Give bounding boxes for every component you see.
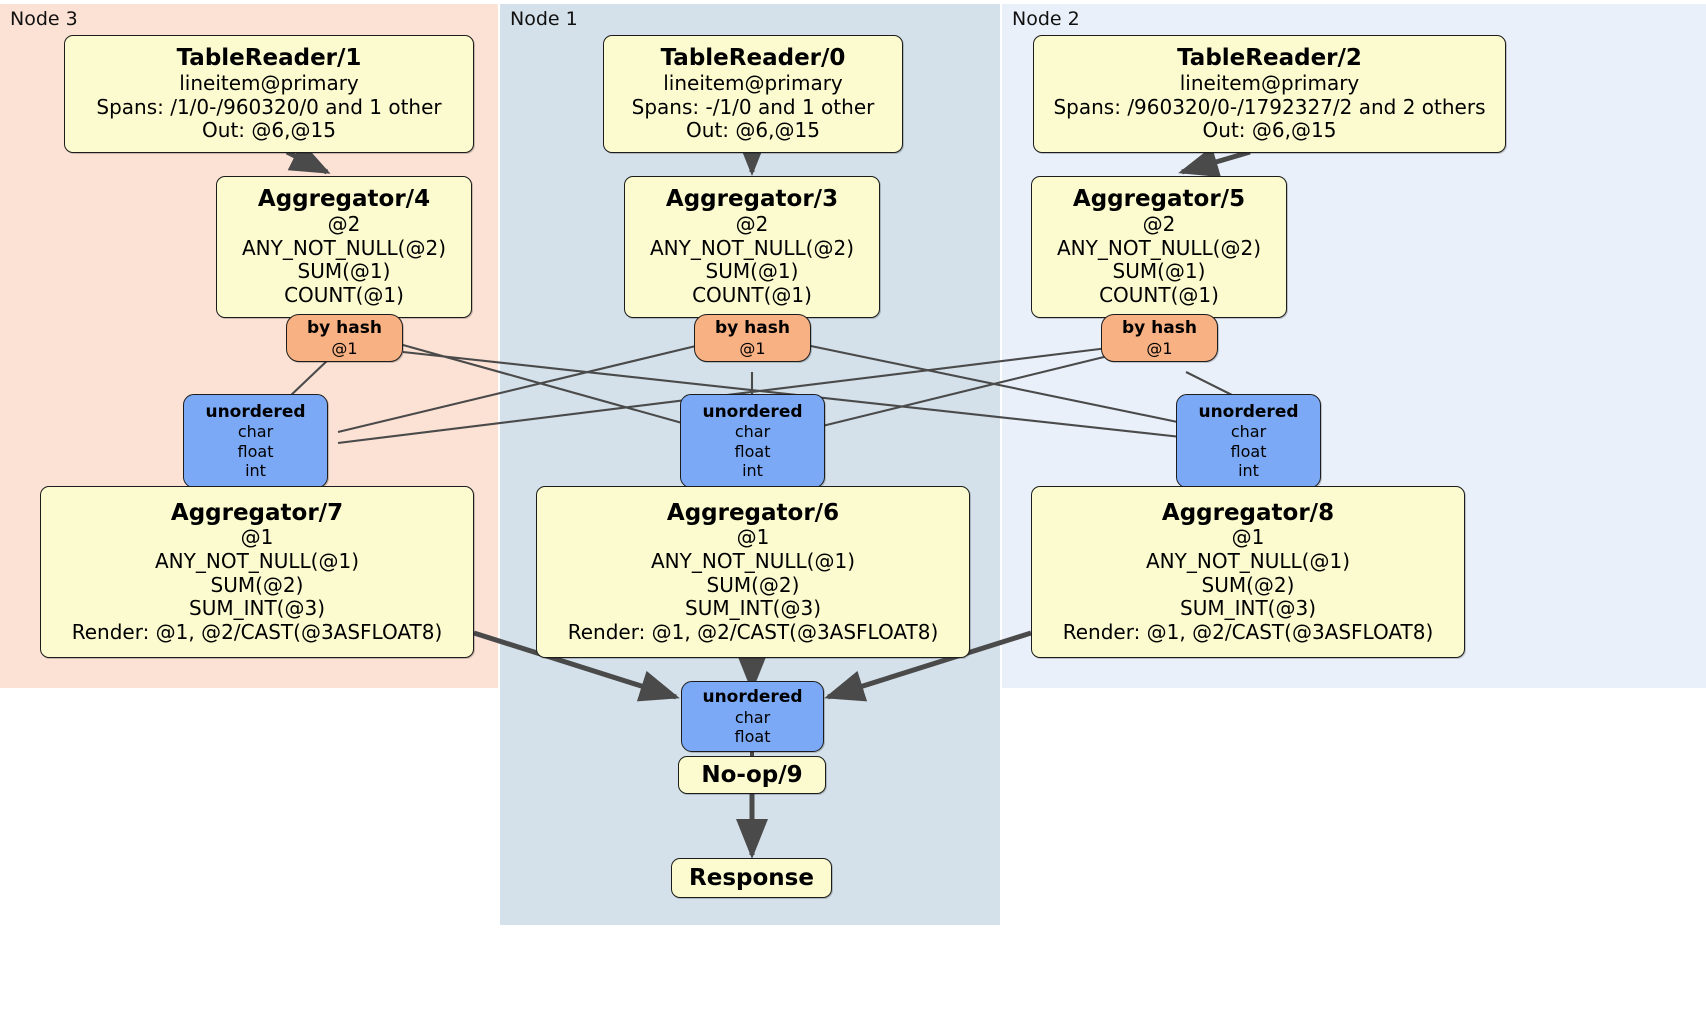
processor-tablereader-0[interactable]: TableReader/0 lineitem@primary Spans: -/… <box>603 35 903 153</box>
node-detail-line: @1 <box>240 525 274 550</box>
node-detail-line: lineitem@primary <box>179 70 359 95</box>
node-detail-line: ANY_NOT_NULL(@1) <box>155 548 359 573</box>
node-title: Aggregator/8 <box>1161 499 1335 526</box>
sync-detail-line: int <box>1238 460 1259 480</box>
sync-detail-line: float <box>237 441 274 461</box>
node-detail-line: @2 <box>327 212 361 237</box>
processor-aggregator-4[interactable]: Aggregator/4 @2 ANY_NOT_NULL(@2) SUM(@1)… <box>216 176 472 318</box>
node-detail-line: COUNT(@1) <box>692 282 812 307</box>
router-by-hash-center[interactable]: by hash @1 <box>694 314 811 362</box>
node-detail-line: @1 <box>736 525 770 550</box>
router-detail-line: @1 <box>331 338 358 358</box>
router-detail-line: @1 <box>1146 338 1173 358</box>
processor-tablereader-1[interactable]: TableReader/1 lineitem@primary Spans: /1… <box>64 35 474 153</box>
node-detail-line: @2 <box>1142 212 1176 237</box>
sync-detail-line: int <box>742 460 763 480</box>
router-title: by hash <box>307 318 382 339</box>
node-detail-line: SUM(@1) <box>705 259 799 284</box>
node-detail-line: Out: @6,@15 <box>202 118 336 143</box>
sync-title: unordered <box>702 687 803 708</box>
output-response[interactable]: Response <box>671 858 832 898</box>
node-detail-line: SUM(@2) <box>1201 572 1295 597</box>
sync-detail-line: char <box>734 422 771 442</box>
sync-detail-line: float <box>1230 441 1267 461</box>
processor-aggregator-8[interactable]: Aggregator/8 @1 ANY_NOT_NULL(@1) SUM(@2)… <box>1031 486 1465 658</box>
node-detail-line: SUM(@2) <box>706 572 800 597</box>
sync-detail-line: float <box>734 441 771 461</box>
node-title: TableReader/2 <box>1177 45 1362 72</box>
synchronizer-unordered-final[interactable]: unordered char float <box>681 681 824 752</box>
processor-aggregator-7[interactable]: Aggregator/7 @1 ANY_NOT_NULL(@1) SUM(@2)… <box>40 486 474 658</box>
region-node3-label: Node 3 <box>10 8 78 30</box>
synchronizer-unordered-right[interactable]: unordered char float int <box>1176 394 1321 488</box>
sync-detail-line: float <box>734 726 771 746</box>
node-title: Response <box>689 864 814 891</box>
router-by-hash-right[interactable]: by hash @1 <box>1101 314 1218 362</box>
router-title: by hash <box>715 318 790 339</box>
node-detail-line: COUNT(@1) <box>1099 282 1219 307</box>
node-title: No-op/9 <box>701 761 803 788</box>
sync-title: unordered <box>1198 402 1299 423</box>
node-detail-line: @1 <box>1231 525 1265 550</box>
region-node1-label: Node 1 <box>510 8 578 30</box>
node-title: Aggregator/3 <box>665 186 839 213</box>
node-detail-line: SUM(@2) <box>210 572 304 597</box>
node-detail-line: ANY_NOT_NULL(@1) <box>651 548 855 573</box>
sync-detail-line: char <box>237 422 274 442</box>
node-detail-line: ANY_NOT_NULL(@2) <box>650 235 854 260</box>
region-node2-label: Node 2 <box>1012 8 1080 30</box>
sync-detail-line: int <box>245 460 266 480</box>
node-detail-line: lineitem@primary <box>663 70 843 95</box>
sync-title: unordered <box>702 402 803 423</box>
node-detail-line: @2 <box>735 212 769 237</box>
processor-aggregator-5[interactable]: Aggregator/5 @2 ANY_NOT_NULL(@2) SUM(@1)… <box>1031 176 1287 318</box>
node-render-line: Render: @1, @2/CAST(@3ASFLOAT8) <box>1062 619 1434 644</box>
node-render-line: Render: @1, @2/CAST(@3ASFLOAT8) <box>71 619 443 644</box>
sync-detail-line: char <box>1230 422 1267 442</box>
node-detail-line: SUM_INT(@3) <box>1180 596 1316 621</box>
node-detail-line: COUNT(@1) <box>284 282 404 307</box>
node-title: Aggregator/7 <box>170 499 344 526</box>
synchronizer-unordered-center[interactable]: unordered char float int <box>680 394 825 488</box>
sync-title: unordered <box>205 402 306 423</box>
node-title: Aggregator/5 <box>1072 186 1246 213</box>
node-detail-line: ANY_NOT_NULL(@2) <box>242 235 446 260</box>
node-detail-line: SUM_INT(@3) <box>189 596 325 621</box>
router-detail-line: @1 <box>739 338 766 358</box>
node-detail-line: Spans: /960320/0-/1792327/2 and 2 others <box>1053 94 1486 119</box>
node-detail-line: Out: @6,@15 <box>686 118 820 143</box>
node-title: TableReader/1 <box>176 45 362 72</box>
router-title: by hash <box>1122 318 1197 339</box>
node-detail-line: ANY_NOT_NULL(@1) <box>1146 548 1350 573</box>
node-detail-line: lineitem@primary <box>1179 70 1360 95</box>
synchronizer-unordered-left[interactable]: unordered char float int <box>183 394 328 488</box>
processor-tablereader-2[interactable]: TableReader/2 lineitem@primary Spans: /9… <box>1033 35 1506 153</box>
processor-aggregator-6[interactable]: Aggregator/6 @1 ANY_NOT_NULL(@1) SUM(@2)… <box>536 486 970 658</box>
node-detail-line: SUM_INT(@3) <box>685 596 821 621</box>
node-detail-line: Spans: /1/0-/960320/0 and 1 other <box>96 94 442 119</box>
node-title: Aggregator/4 <box>257 186 431 213</box>
processor-no-op-9[interactable]: No-op/9 <box>678 756 826 794</box>
node-render-line: Render: @1, @2/CAST(@3ASFLOAT8) <box>567 619 939 644</box>
node-detail-line: SUM(@1) <box>297 259 391 284</box>
node-detail-line: Spans: -/1/0 and 1 other <box>631 94 875 119</box>
node-title: TableReader/0 <box>660 45 846 72</box>
node-detail-line: SUM(@1) <box>1112 259 1206 284</box>
node-detail-line: ANY_NOT_NULL(@2) <box>1057 235 1261 260</box>
node-title: Aggregator/6 <box>666 499 840 526</box>
node-detail-line: Out: @6,@15 <box>1202 118 1337 143</box>
processor-aggregator-3[interactable]: Aggregator/3 @2 ANY_NOT_NULL(@2) SUM(@1)… <box>624 176 880 318</box>
sync-detail-line: char <box>734 707 771 727</box>
router-by-hash-left[interactable]: by hash @1 <box>286 314 403 362</box>
